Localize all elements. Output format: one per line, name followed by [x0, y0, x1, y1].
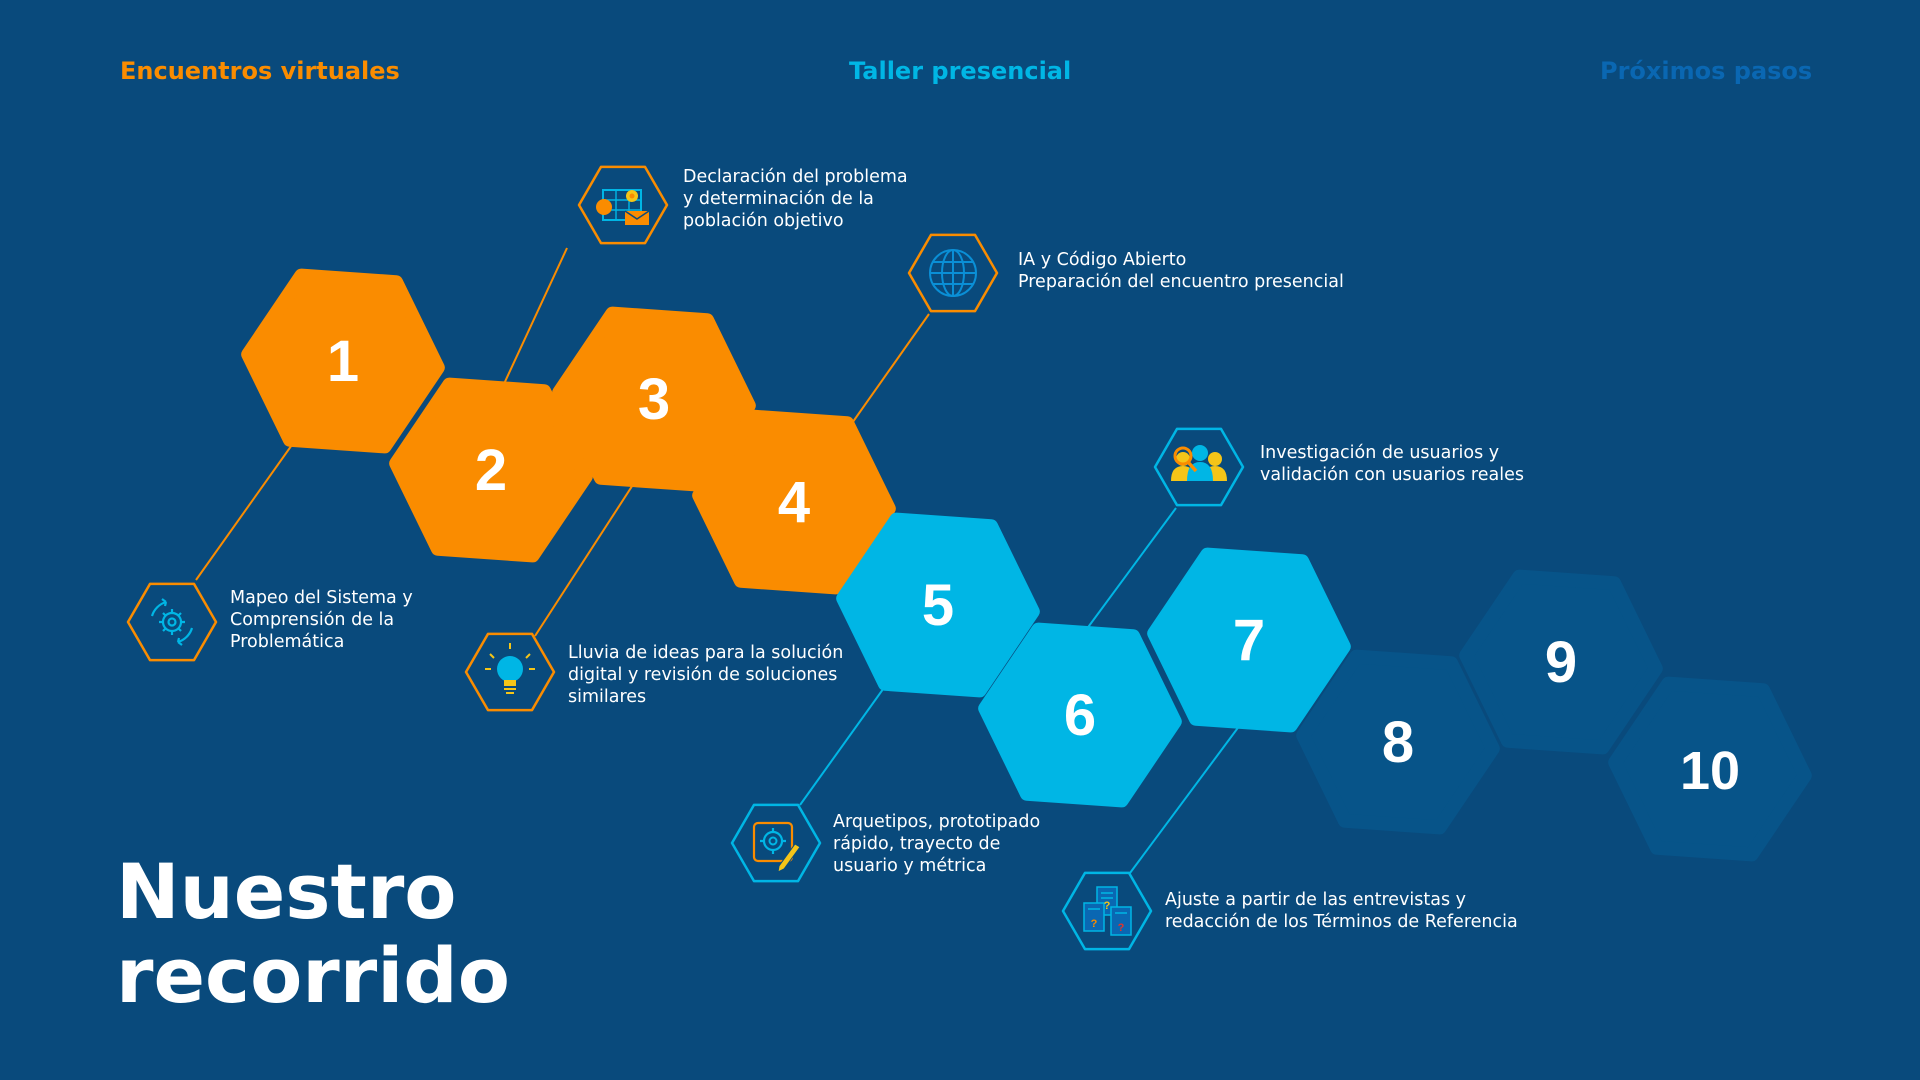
phase-label-next-steps: Próximos pasos: [1600, 57, 1813, 85]
svg-text:?: ?: [1118, 922, 1125, 934]
connector-line-4: [849, 313, 930, 427]
documents-icon: ? ? ?: [1061, 871, 1153, 951]
connector-lines: [195, 247, 1241, 874]
connector-line-6: [1085, 507, 1177, 631]
step-hexagon-1: 1: [241, 268, 445, 454]
step-hexagon-2: 2: [389, 377, 593, 563]
milestone-text-5: Arquetipos, prototipado rápido, trayecto…: [833, 812, 1041, 876]
page-title: Nuestro recorrido: [116, 847, 510, 1020]
step-hexagon-3: 3: [552, 306, 756, 492]
step-number-5: 5: [922, 573, 954, 638]
step-hexagon-7: 7: [1147, 547, 1351, 733]
milestone-text-3: Lluvia de ideas para la solución digital…: [568, 643, 844, 707]
svg-text:?: ?: [1104, 900, 1111, 912]
step-hexagon-4: 4: [692, 409, 896, 595]
step-number-3: 3: [638, 367, 670, 432]
milestone-text-6: Investigación de usuarios y validación c…: [1260, 443, 1524, 485]
lightbulb-icon: [464, 632, 556, 712]
globe-icon: [907, 233, 999, 313]
connector-line-1: [195, 441, 295, 581]
dashboard-chart-icon: [577, 165, 669, 245]
milestone-icons: ? ? ?: [126, 165, 1245, 951]
connector-line-2: [502, 247, 568, 387]
milestone-text-1: Mapeo del Sistema y Comprensión de la Pr…: [230, 588, 413, 652]
step-number-8: 8: [1382, 710, 1414, 775]
gears-cycle-icon: [126, 582, 218, 662]
step-hexagon-8: 8: [1296, 649, 1500, 835]
gear-pencil-icon: [730, 803, 822, 883]
step-hexagons: 1 2 3 4 5 6 7 8 9 10: [241, 268, 1812, 862]
phase-label-virtual: Encuentros virtuales: [120, 57, 400, 85]
connector-line-3: [534, 479, 637, 637]
step-hexagon-9: 9: [1459, 569, 1663, 755]
connector-line-5: [799, 684, 887, 806]
milestone-text-2: Declaración del problema y determinación…: [683, 167, 908, 231]
step-hexagon-10: 10: [1608, 676, 1812, 862]
step-number-9: 9: [1545, 630, 1577, 695]
step-number-7: 7: [1233, 608, 1265, 673]
phase-label-workshop: Taller presencial: [849, 57, 1072, 85]
milestone-text-7: Ajuste a partir de las entrevistas y red…: [1165, 890, 1518, 932]
users-search-icon: [1153, 427, 1245, 507]
svg-text:?: ?: [1091, 918, 1098, 930]
step-number-6: 6: [1064, 683, 1096, 748]
step-number-10: 10: [1680, 741, 1740, 801]
step-hexagon-5: 5: [836, 512, 1040, 698]
step-number-1: 1: [327, 329, 359, 394]
connector-line-7: [1129, 724, 1241, 874]
step-hexagon-6: 6: [978, 622, 1182, 808]
milestone-text-4: IA y Código Abierto Preparación del encu…: [1018, 250, 1344, 292]
step-number-2: 2: [475, 438, 507, 503]
step-number-4: 4: [778, 470, 810, 535]
